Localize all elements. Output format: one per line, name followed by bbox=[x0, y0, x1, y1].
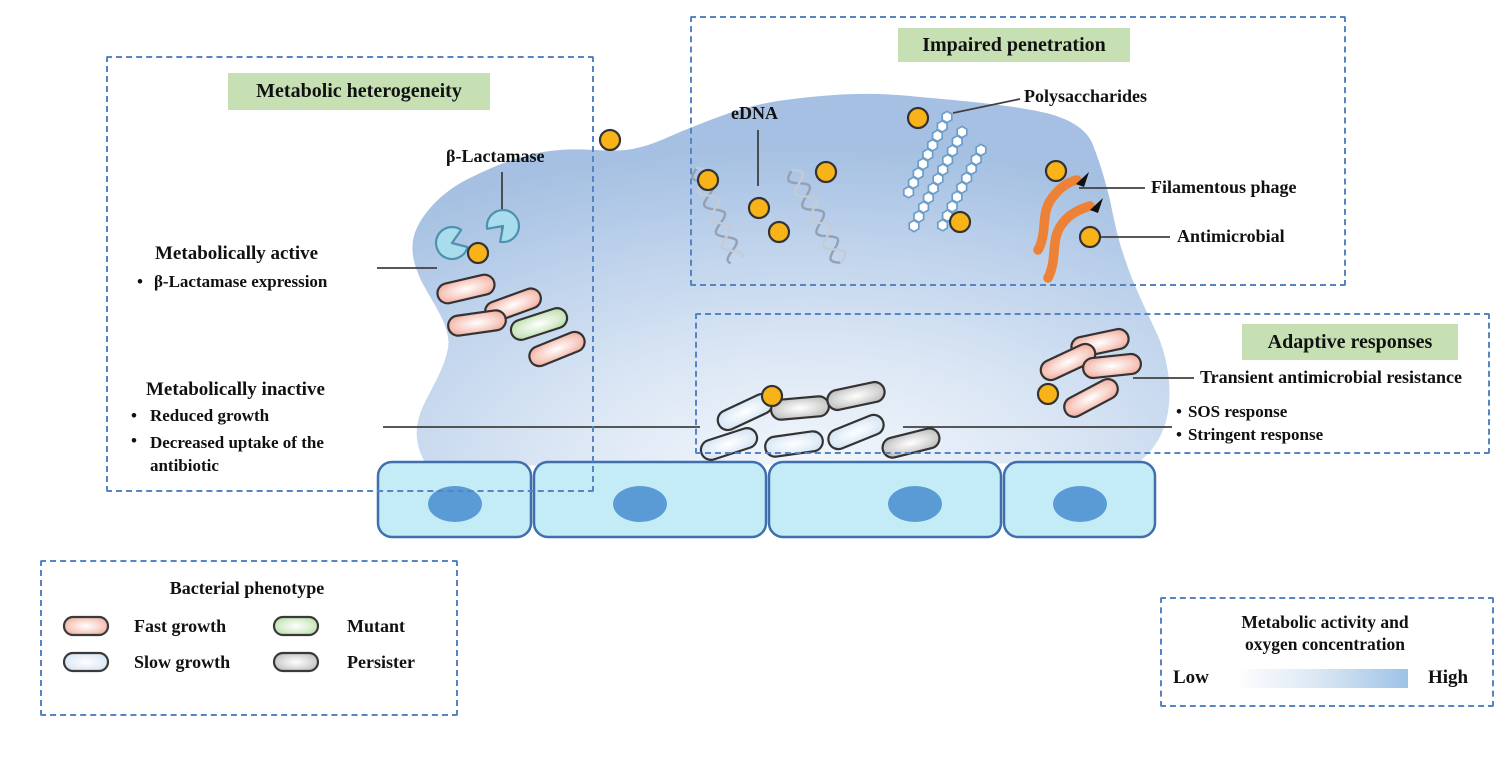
fast-growth-capsule-icon bbox=[62, 615, 110, 637]
beta-lactamase-icon bbox=[485, 208, 521, 244]
phage-tip-arrow-icon bbox=[1076, 172, 1089, 187]
antimicrobial-molecule-icon bbox=[760, 384, 784, 408]
polysaccharide-chain-icon bbox=[908, 125, 968, 233]
edna-helix-icon bbox=[786, 168, 847, 264]
cell-nucleus bbox=[613, 486, 667, 522]
persister-bacterium-icon bbox=[826, 380, 886, 412]
polysaccharide-chain-icon bbox=[902, 110, 953, 199]
label-adaptive-bullet-2: • Stringent response bbox=[1176, 425, 1323, 445]
label-adaptive-bullet-1: • SOS response bbox=[1176, 402, 1287, 422]
epithelial-cell bbox=[767, 460, 1003, 539]
legend-bacterial-phenotype-title: Bacterial phenotype bbox=[169, 578, 325, 598]
bullet-marker: • bbox=[137, 272, 143, 291]
legend-low-label: Low bbox=[1173, 667, 1209, 688]
cell-nucleus bbox=[428, 486, 482, 522]
cell-nuclei bbox=[428, 486, 1107, 522]
slow-growth-bacterium-icon bbox=[827, 413, 885, 451]
bullet-marker: • bbox=[1176, 425, 1182, 444]
legend-item-persister: Persister bbox=[272, 651, 415, 673]
antimicrobial-molecule-icon bbox=[814, 160, 838, 184]
label-edna: eDNA bbox=[731, 103, 778, 123]
label-inactive-bullet-2: • Decreased uptake of the antibiotic bbox=[131, 431, 350, 477]
legend-label: Fast growth bbox=[134, 615, 227, 636]
bullet-marker: • bbox=[131, 431, 137, 450]
label-active-bullet: • β-Lactamase expression bbox=[137, 272, 327, 292]
legend-item-mutant: Mutant bbox=[272, 615, 405, 637]
phage-filament-icon bbox=[1043, 201, 1095, 283]
legend-metabolic-activity-title: Metabolic activity and oxygen concentrat… bbox=[1160, 611, 1490, 655]
title-metabolic-heterogeneity: Metabolic heterogeneity bbox=[228, 73, 490, 110]
beta-lactamase-enzyme-icons bbox=[434, 208, 521, 261]
antimicrobial-molecule-icon bbox=[1036, 382, 1060, 406]
box-bacterial-phenotype-legend bbox=[40, 560, 458, 716]
inactive-bullet-1-text: Reduced growth bbox=[149, 406, 270, 425]
filamentous-phage-icons bbox=[1033, 172, 1103, 283]
active-bullet-text: β-Lactamase expression bbox=[153, 272, 328, 291]
persister-capsule-icon bbox=[272, 651, 320, 673]
beta-lactamase-icon bbox=[434, 225, 469, 261]
oxygen-gradient-bar bbox=[1240, 669, 1408, 688]
label-polysaccharides: Polysaccharides bbox=[1024, 86, 1147, 106]
cell-nucleus bbox=[888, 486, 942, 522]
metabolic-activity-title-line1: Metabolic activity and bbox=[1241, 612, 1409, 632]
label-inactive-bullet-1: • Reduced growth bbox=[131, 406, 269, 426]
title-impaired-penetration: Impaired penetration bbox=[898, 28, 1130, 62]
label-metabolically-inactive: Metabolically inactive bbox=[146, 379, 325, 400]
legend-item-slow-growth: Slow growth bbox=[62, 651, 230, 673]
mutant-capsule-icon bbox=[272, 615, 320, 637]
mutant-bacterium-icon bbox=[509, 307, 569, 341]
label-transient-resistance: Transient antimicrobial resistance bbox=[1200, 367, 1462, 387]
fast-growth-bacterium-icon bbox=[1039, 342, 1097, 382]
fast-growth-bacterium-icon bbox=[1063, 377, 1119, 419]
antimicrobial-molecule-icon bbox=[906, 106, 930, 130]
antimicrobial-molecule-icon bbox=[1044, 159, 1068, 183]
antimicrobial-molecule-icon bbox=[696, 168, 720, 192]
slow-growth-capsule-icon bbox=[62, 651, 110, 673]
box-metabolic-heterogeneity bbox=[106, 56, 594, 492]
fast-growth-bacterium-icon bbox=[528, 330, 586, 368]
fast-growth-bacterium-icon bbox=[447, 309, 507, 337]
antimicrobial-molecule-icon bbox=[767, 220, 791, 244]
biofilm-blob bbox=[412, 93, 1170, 467]
bullet-marker: • bbox=[1176, 402, 1182, 421]
adaptive-bullet-2-text: Stringent response bbox=[1187, 425, 1324, 444]
bullet-marker: • bbox=[131, 406, 137, 425]
legend-label: Slow growth bbox=[134, 651, 231, 672]
polysaccharide-chain-icon bbox=[936, 143, 987, 232]
antimicrobial-molecule-icon bbox=[1078, 225, 1102, 249]
label-beta-lactamase: β-Lactamase bbox=[446, 146, 545, 166]
box-metabolic-activity-legend bbox=[1160, 597, 1494, 707]
legend-item-fast-growth: Fast growth bbox=[62, 615, 226, 637]
legend-high-label: High bbox=[1428, 667, 1469, 688]
phage-tip-arrow-icon bbox=[1090, 198, 1103, 213]
box-impaired-penetration bbox=[690, 16, 1346, 286]
phage-filament-icon bbox=[1033, 175, 1082, 255]
antimicrobial-molecule-icon bbox=[598, 128, 622, 152]
legend-label: Persister bbox=[347, 651, 415, 672]
metabolic-activity-title-line2: oxygen concentration bbox=[1245, 634, 1405, 654]
label-metabolically-active: Metabolically active bbox=[155, 243, 319, 264]
antimicrobial-molecule-icon bbox=[747, 196, 771, 220]
organisms-layer bbox=[436, 106, 1142, 461]
box-adaptive-responses bbox=[695, 313, 1490, 454]
title-adaptive-responses: Adaptive responses bbox=[1242, 324, 1458, 360]
legend-label: Mutant bbox=[347, 615, 405, 636]
connector-polysaccharides bbox=[952, 98, 1021, 114]
adaptive-bullet-1-text: SOS response bbox=[1187, 402, 1288, 421]
antimicrobial-molecule-icon bbox=[948, 210, 972, 234]
antimicrobial-molecule-icon bbox=[466, 241, 490, 265]
fast-growth-bacterium-icon bbox=[436, 273, 496, 305]
label-filamentous-phage: Filamentous phage bbox=[1151, 177, 1297, 197]
connector-lines bbox=[377, 98, 1194, 428]
cell-nucleus bbox=[1053, 486, 1107, 522]
label-antimicrobial: Antimicrobial bbox=[1177, 226, 1285, 246]
fast-growth-bacterium-icon bbox=[1082, 352, 1142, 380]
inactive-bullet-2-text: Decreased uptake of the antibiotic bbox=[149, 433, 324, 475]
